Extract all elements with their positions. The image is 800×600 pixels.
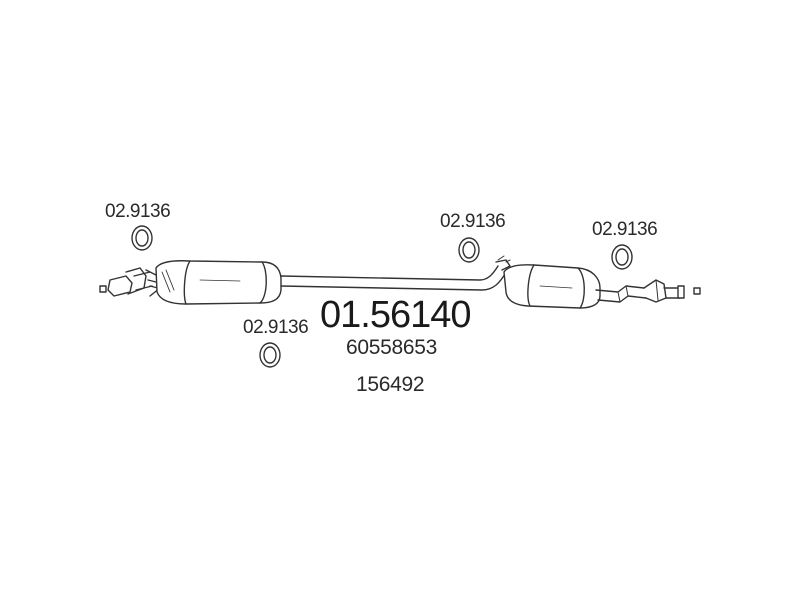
right-end-marker xyxy=(693,287,701,295)
oem-number-1: 60558653 xyxy=(346,336,438,359)
gasket-ring-1 xyxy=(131,225,153,251)
middle-pipe xyxy=(280,255,511,291)
gasket-ring-2 xyxy=(458,237,480,263)
gasket-label-4: 02.9136 xyxy=(243,317,309,338)
oem-number-2: 156492 xyxy=(356,373,425,396)
gasket-ring-3 xyxy=(611,244,633,270)
gasket-label-3: 02.9136 xyxy=(592,219,658,240)
gasket-label-2: 02.9136 xyxy=(440,211,506,232)
tail-pipe xyxy=(595,279,685,303)
front-flange xyxy=(107,267,161,297)
gasket-ring-4 xyxy=(259,342,281,368)
part-number: 01.56140 xyxy=(320,294,471,336)
gasket-label-1: 02.9136 xyxy=(105,201,171,222)
rear-silencer xyxy=(503,264,601,309)
front-silencer xyxy=(155,260,282,305)
left-end-marker xyxy=(99,285,107,293)
